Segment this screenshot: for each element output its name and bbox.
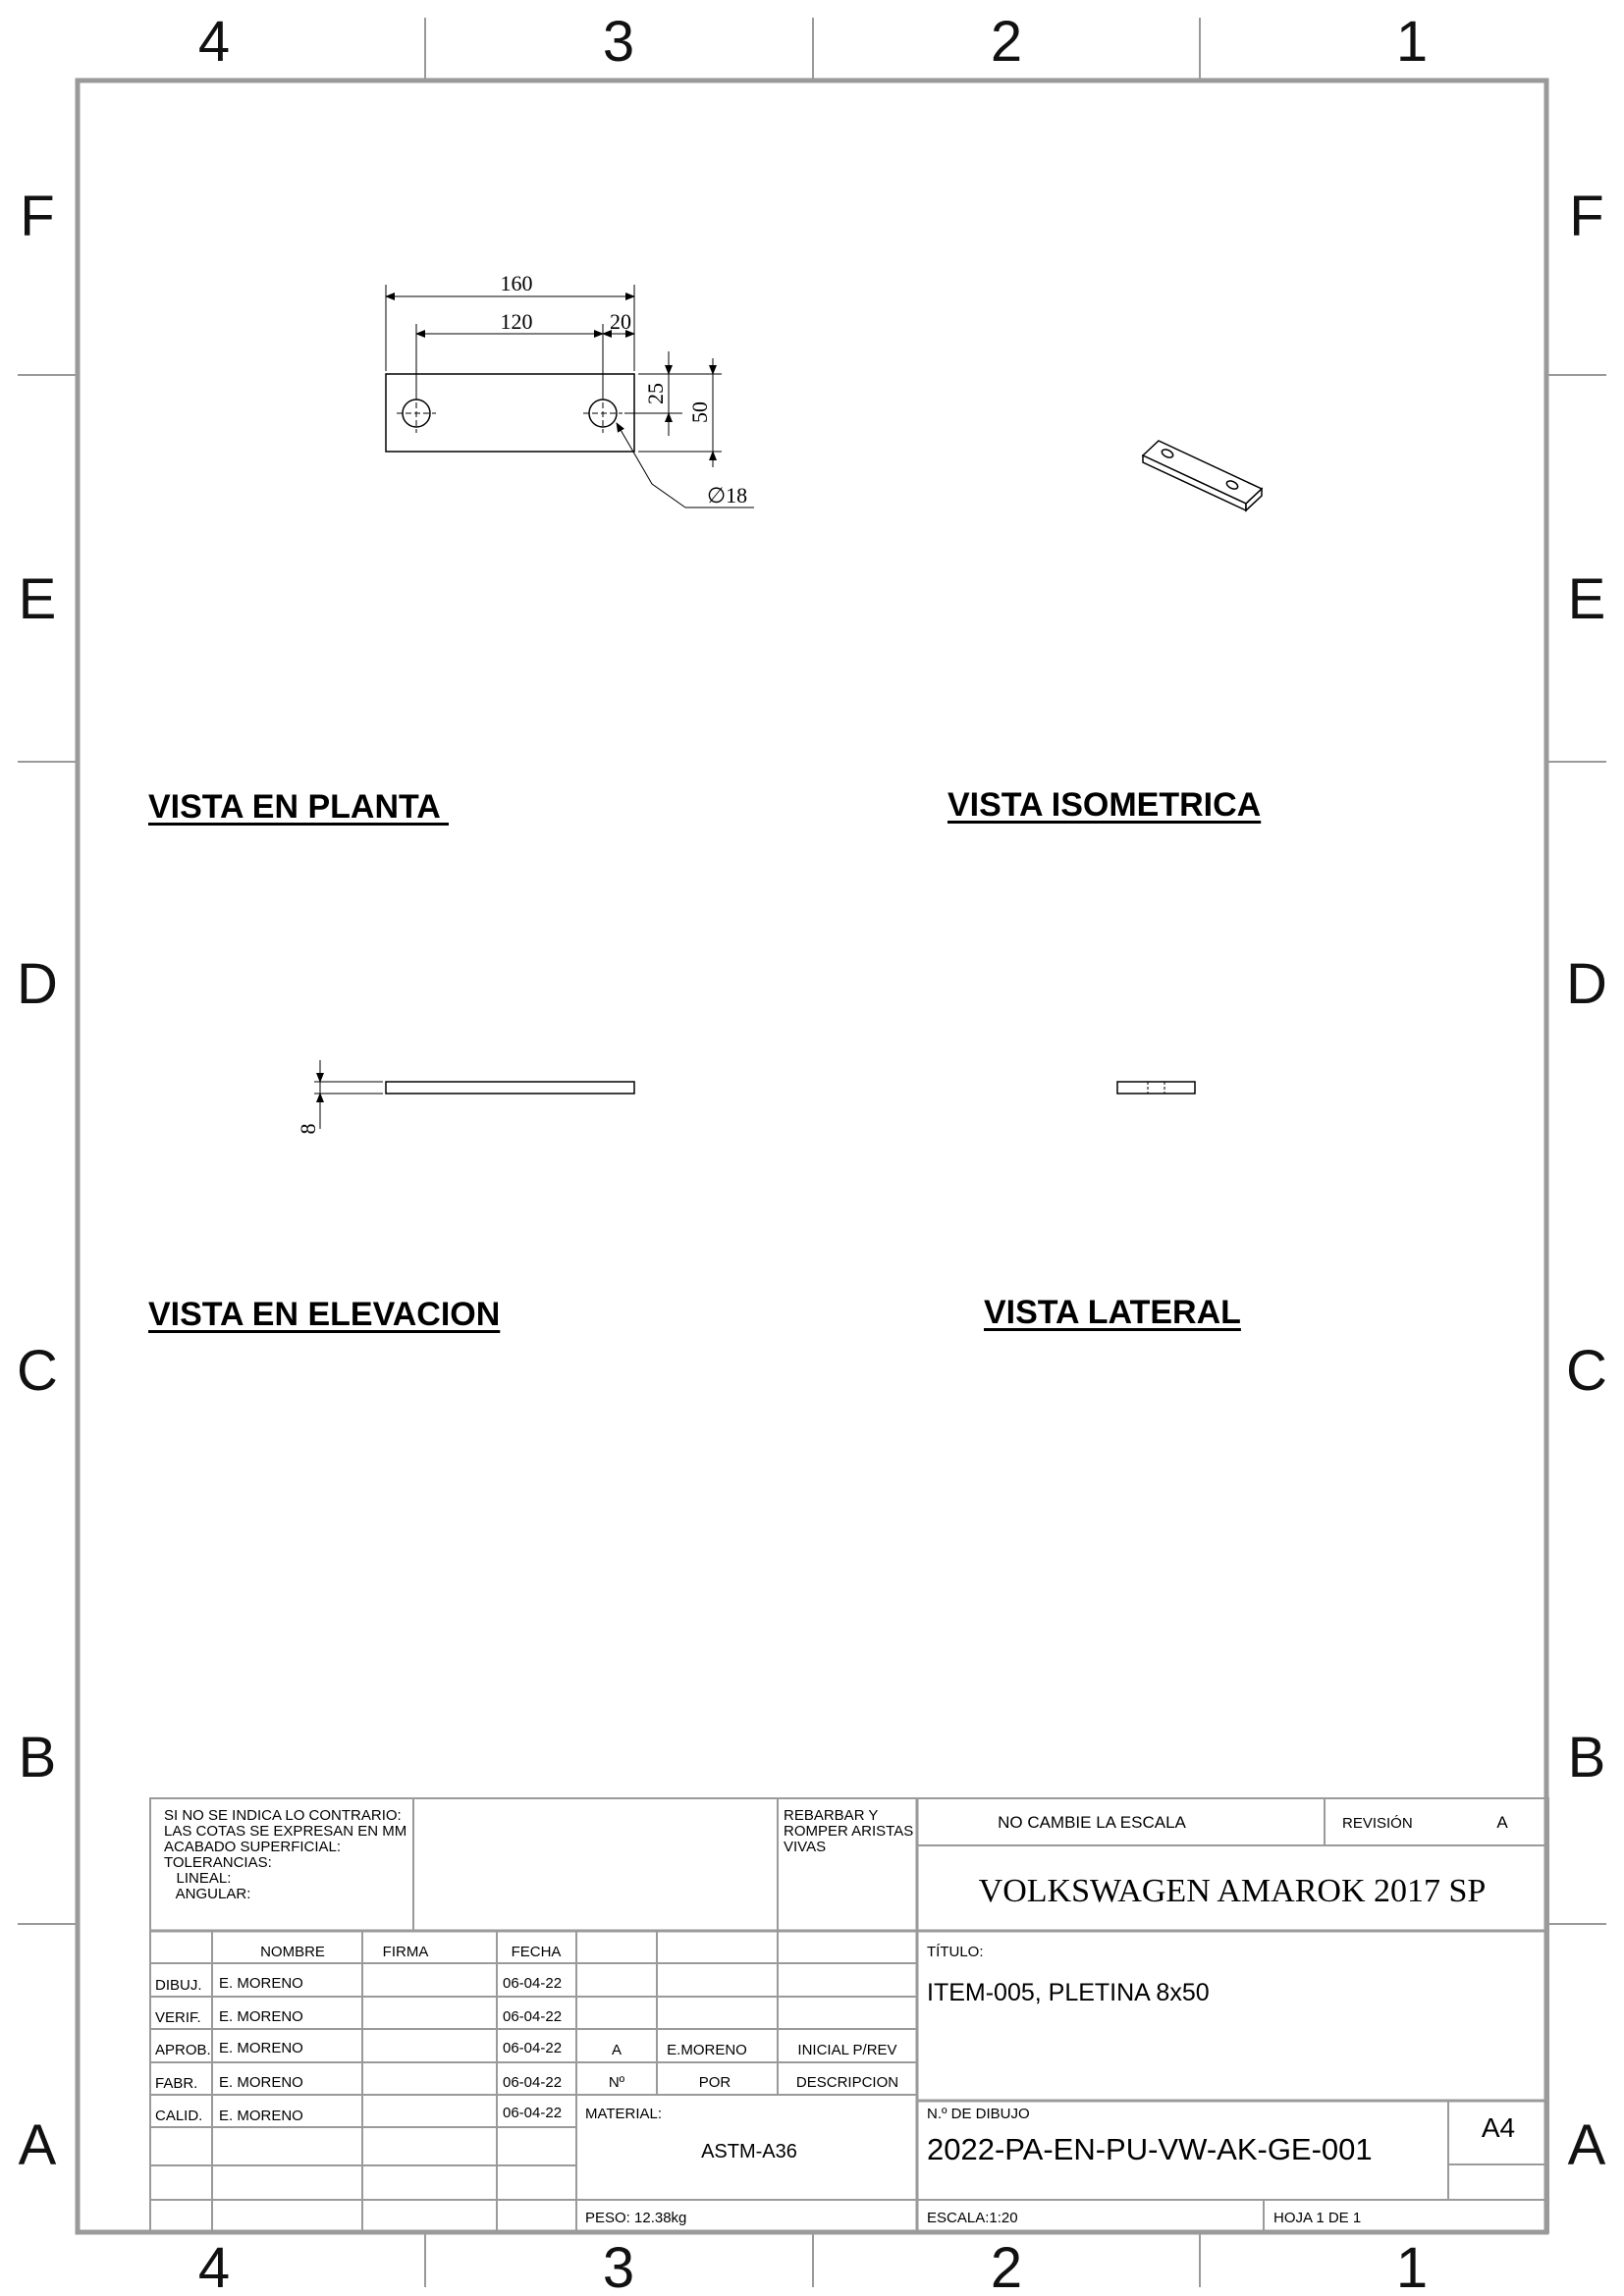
header-signature: FIRMA <box>383 1944 429 1960</box>
title-block <box>149 1797 1549 2233</box>
zone-row-d: D <box>17 952 58 1016</box>
header-name: NOMBRE <box>260 1944 325 1960</box>
drawing-title: ITEM-005, PLETINA 8x50 <box>927 1979 1210 2006</box>
zone-col-2-bottom: 2 <box>991 2236 1022 2296</box>
header-date: FECHA <box>512 1944 562 1960</box>
rev-by: E.MORENO <box>667 2042 747 2058</box>
rev-description: INICIAL P/REV <box>797 2042 896 2058</box>
zone-row-e: E <box>19 567 57 631</box>
role-verified: VERIF. <box>155 2009 201 2026</box>
name-manufactured: E. MORENO <box>219 2074 303 2091</box>
role-drawn: DIBUJ. <box>155 1977 202 1994</box>
zone-col-1-bottom: 1 <box>1396 2236 1428 2296</box>
plan-view-title: VISTA EN PLANTA <box>148 788 449 826</box>
rev-col-desc: DESCRIPCION <box>796 2074 898 2091</box>
dim-120: 120 <box>501 309 533 334</box>
revision-value: A <box>1496 1813 1508 1832</box>
drawing-border <box>75 78 1549 2235</box>
plan-dimensions: 160 120 20 25 50 ∅18 <box>501 271 748 507</box>
iso-hole-2 <box>1225 480 1239 490</box>
date-manufactured: 06-04-22 <box>503 2074 562 2091</box>
zone-row-f-right: F <box>1569 185 1603 248</box>
role-approved: APROB. <box>155 2042 211 2058</box>
zone-col-4: 4 <box>198 10 230 74</box>
zone-row-f: F <box>20 185 54 248</box>
name-verified: E. MORENO <box>219 2008 303 2025</box>
isometric-view-title: VISTA ISOMETRICA <box>947 786 1262 824</box>
weight: PESO: 12.38kg <box>585 2210 686 2226</box>
iso-hole-1 <box>1161 449 1174 458</box>
zone-row-e-right: E <box>1568 567 1606 631</box>
dim-thickness: 8 <box>296 1124 320 1135</box>
zone-col-3: 3 <box>603 10 634 74</box>
dim-25: 25 <box>643 383 668 404</box>
drawing-number: 2022-PA-EN-PU-VW-AK-GE-001 <box>927 2132 1373 2166</box>
zone-col-2: 2 <box>991 10 1022 74</box>
lateral-view <box>1116 1081 1196 1095</box>
dim-50: 50 <box>687 401 712 423</box>
rev-col-by: POR <box>699 2074 731 2091</box>
material-label: MATERIAL: <box>585 2106 662 2122</box>
sheet-count: HOJA 1 DE 1 <box>1273 2210 1361 2226</box>
dim-hole-diameter: ∅18 <box>707 483 747 507</box>
zone-col-1: 1 <box>1396 10 1428 74</box>
general-notes: SI NO SE INDICA LO CONTRARIO: LAS COTAS … <box>164 1807 407 1902</box>
zone-col-3-bottom: 3 <box>603 2236 634 2296</box>
iso-top-face <box>1141 440 1264 505</box>
no-scale-note: NO CAMBIE LA ESCALA <box>998 1813 1186 1832</box>
project-name: VOLKSWAGEN AMAROK 2017 SP <box>979 1873 1487 1909</box>
date-drawn: 06-04-22 <box>503 1975 562 1992</box>
lateral-view-title: VISTA LATERAL <box>984 1294 1241 1331</box>
lateral-outline <box>1116 1081 1196 1095</box>
plan-view <box>385 285 754 508</box>
title-label: TÍTULO: <box>927 1944 984 1960</box>
date-verified: 06-04-22 <box>503 2008 562 2025</box>
isometric-view <box>1141 440 1264 512</box>
drawing-number-label: N.º DE DIBUJO <box>927 2106 1030 2122</box>
elevation-outline <box>385 1081 635 1095</box>
date-approved: 06-04-22 <box>503 2040 562 2056</box>
role-quality: CALID. <box>155 2108 202 2124</box>
material-value: ASTM-A36 <box>701 2141 797 2163</box>
rev-number: A <box>612 2042 622 2058</box>
dim-20: 20 <box>610 309 631 334</box>
zone-row-a-right: A <box>1568 2113 1606 2177</box>
title-block-text: NO CAMBIE LA ESCALA REVISIÓN A VOLKSWAGE… <box>155 1813 1515 2226</box>
sheet-size: A4 <box>1482 2112 1515 2143</box>
name-approved: E. MORENO <box>219 2040 303 2056</box>
rev-col-no: Nº <box>609 2074 625 2091</box>
elevation-view-title: VISTA EN ELEVACION <box>148 1296 501 1333</box>
elevation-view <box>314 1060 635 1129</box>
zone-row-c-right: C <box>1566 1339 1607 1403</box>
zone-row-d-right: D <box>1566 952 1607 1016</box>
name-drawn: E. MORENO <box>219 1975 303 1992</box>
role-manufactured: FABR. <box>155 2075 197 2092</box>
revision-label: REVISIÓN <box>1342 1815 1413 1832</box>
zone-row-b-right: B <box>1568 1726 1606 1789</box>
dim-160: 160 <box>501 271 533 295</box>
zone-row-c: C <box>17 1339 58 1403</box>
scale: ESCALA:1:20 <box>927 2210 1018 2226</box>
date-quality: 06-04-22 <box>503 2105 562 2121</box>
zone-ticks <box>18 18 1606 2287</box>
zone-labels: 4 3 2 1 4 3 2 1 F E D C B A F E D C B A <box>17 10 1607 2296</box>
zone-row-a: A <box>19 2113 57 2177</box>
deburr-note: REBARBAR Y ROMPER ARISTAS VIVAS <box>784 1807 914 1855</box>
iso-side-face <box>1245 487 1263 512</box>
zone-row-b: B <box>19 1726 57 1789</box>
zone-col-4-bottom: 4 <box>198 2236 230 2296</box>
name-quality: E. MORENO <box>219 2108 303 2124</box>
hole-diameter-leader <box>616 422 686 508</box>
